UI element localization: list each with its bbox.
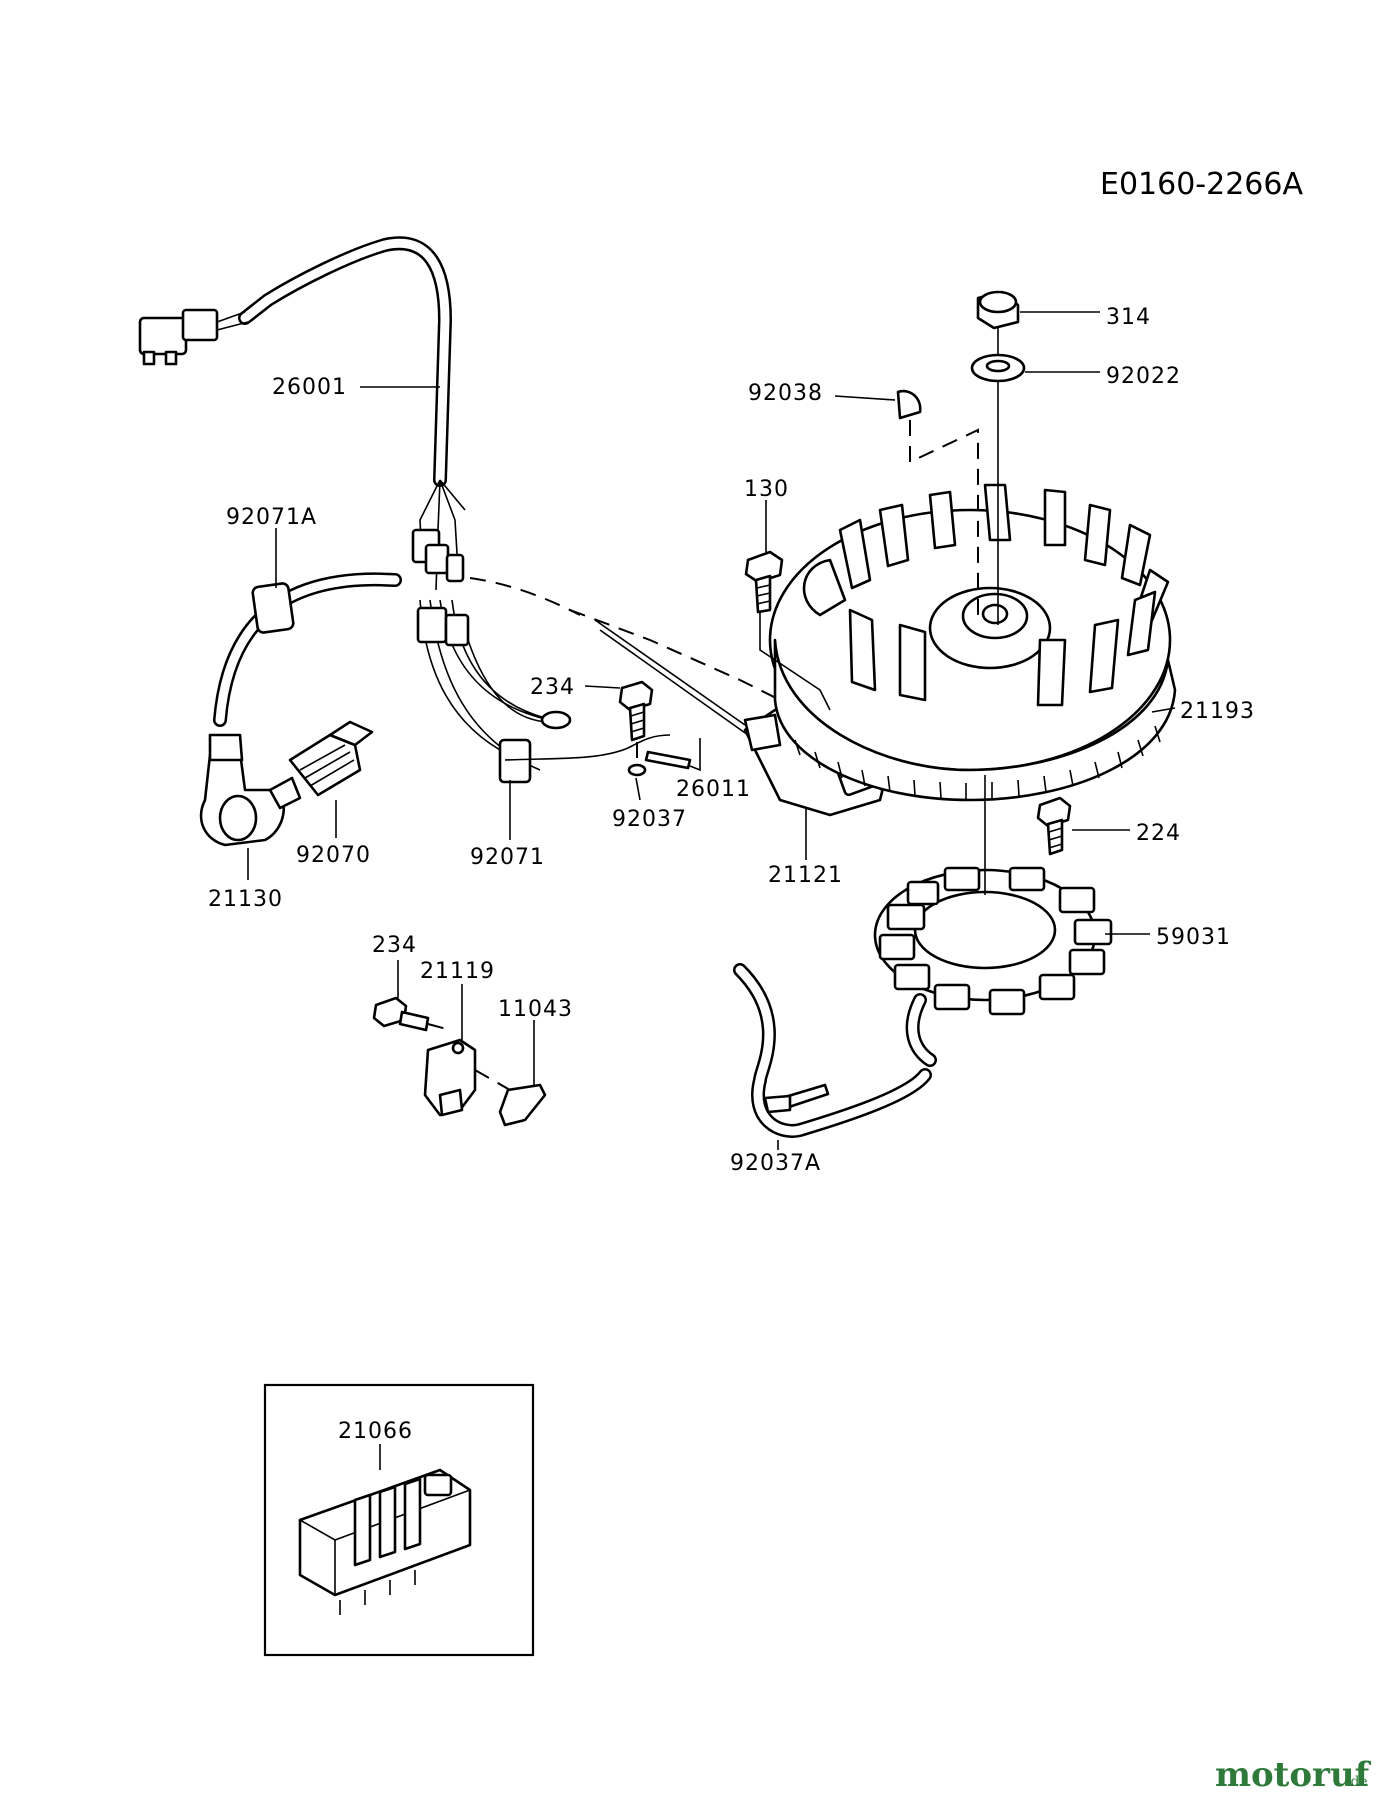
leader-lines: [247, 311, 1176, 1470]
watermark-brand: motoruf: [1215, 1755, 1372, 1795]
part-label-234-lower: 234: [372, 933, 417, 958]
bolt-234-lower-drawing: [372, 996, 451, 1032]
washer-drawing: [970, 353, 1026, 383]
bolt-224-drawing: [1036, 796, 1072, 856]
ignition-cable-drawing: [213, 572, 781, 784]
bolt-234-upper-drawing: [618, 680, 654, 760]
watermark-logo: motoruf .de: [1215, 1755, 1372, 1795]
regulator-drawing: [298, 1468, 472, 1615]
part-label-92038: 92038: [748, 381, 823, 406]
part-label-21193: 21193: [1180, 699, 1255, 724]
regulator-box-frame: [263, 1383, 535, 1657]
part-label-92037a: 92037A: [730, 1151, 821, 1176]
nut-drawing: [976, 290, 1020, 330]
flywheel-drawing: [768, 483, 1177, 802]
part-label-130: 130: [744, 477, 789, 502]
bolt-130-drawing: [744, 550, 831, 711]
clamp-92037-drawing: [627, 750, 692, 777]
watermark-suffix: .de: [1346, 1774, 1368, 1790]
part-label-92037: 92037: [612, 807, 687, 832]
part-label-26001: 26001: [272, 375, 347, 400]
key-dashline: [909, 420, 979, 620]
stator-drawing: [873, 775, 1113, 1067]
part-label-26011: 26011: [676, 777, 751, 802]
part-label-11043: 11043: [498, 997, 573, 1022]
part-label-21130: 21130: [208, 887, 283, 912]
part-label-21066: 21066: [338, 1419, 413, 1444]
part-label-59031: 59031: [1156, 925, 1231, 950]
bracket-drawing: [423, 1038, 477, 1117]
part-label-92071a: 92071A: [226, 505, 317, 530]
wiring-harness-drawing: [138, 236, 581, 771]
part-label-21119: 21119: [420, 959, 495, 984]
plate-drawing: [474, 1069, 547, 1127]
part-label-21121: 21121: [768, 863, 843, 888]
part-label-314: 314: [1106, 305, 1151, 330]
part-label-224: 224: [1136, 821, 1181, 846]
diagram-code: E0160-2266A: [1100, 167, 1303, 202]
part-label-92022: 92022: [1106, 364, 1181, 389]
spark-plug-drawing: [268, 720, 374, 810]
part-label-92070: 92070: [296, 843, 371, 868]
part-label-234-upper: 234: [530, 675, 575, 700]
part-label-92071: 92071: [470, 845, 545, 870]
key-drawing: [896, 389, 922, 420]
lead-wire-drawing: [733, 963, 932, 1138]
